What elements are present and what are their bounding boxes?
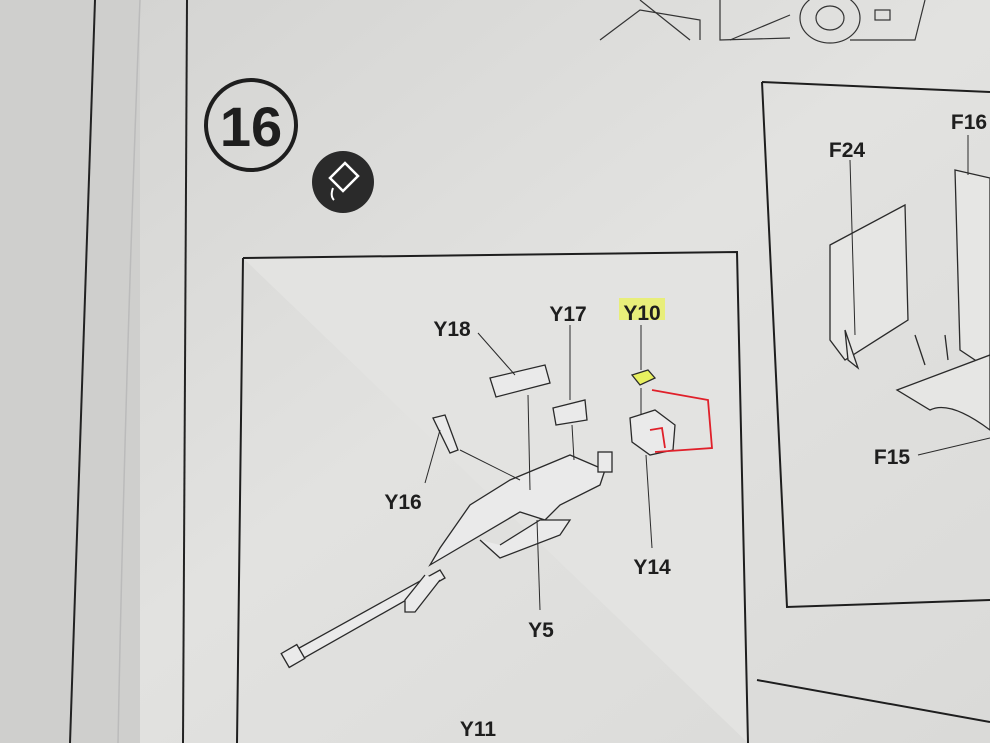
label-y14: Y14: [633, 556, 671, 579]
label-y17: Y17: [549, 303, 586, 326]
leader-lines: [424, 325, 653, 611]
label-y10: Y10: [623, 302, 660, 325]
label-y11: Y11: [460, 718, 497, 741]
bottom-frame-line: [756, 679, 990, 723]
armor-plates-drawing: [829, 169, 990, 431]
label-f16: F16: [951, 111, 987, 134]
right-panel-frame: [761, 81, 990, 609]
page-fold: [117, 0, 141, 743]
margin-line: [69, 0, 96, 743]
label-y5: Y5: [528, 619, 554, 642]
border-line: [182, 0, 188, 743]
label-y16: Y16: [384, 491, 421, 514]
red-annotation: [649, 389, 713, 453]
previous-step-drawing: [599, 0, 926, 44]
step-number-badge: 16: [204, 78, 298, 172]
page-edge: [0, 0, 140, 743]
label-f24: F24: [829, 139, 866, 162]
label-y18: Y18: [433, 318, 471, 341]
y10-highlight: [619, 298, 665, 320]
label-f15: F15: [874, 446, 911, 469]
right-leader-lines: [849, 135, 990, 456]
glue-icon: [312, 151, 374, 213]
step-number: 16: [220, 95, 282, 158]
